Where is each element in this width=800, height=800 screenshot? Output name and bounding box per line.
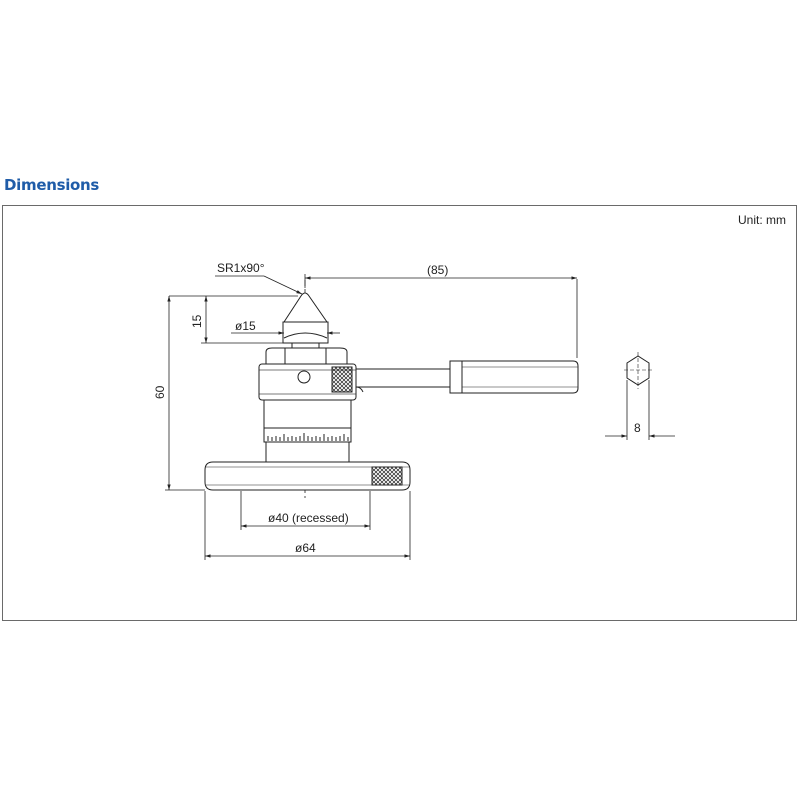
base-disc [204, 461, 411, 491]
recess-diameter-label: ø40 (recessed) [268, 511, 349, 525]
hex-width-label: 8 [634, 421, 641, 435]
dimensions-frame: Unit: mm [2, 205, 797, 621]
handle-length-label: (85) [427, 263, 448, 277]
neck [291, 342, 320, 349]
cone-tip [282, 292, 329, 344]
section-title: Dimensions [4, 176, 100, 194]
cone-height-label: 15 [190, 314, 204, 328]
hex-nut [265, 347, 348, 365]
cone-diameter-label: ø15 [235, 319, 256, 333]
total-height-label: 60 [153, 385, 167, 399]
tip-radius-label: SR1x90° [217, 261, 265, 275]
lever-arm [355, 360, 579, 394]
base-diameter-label: ø64 [295, 541, 316, 555]
unit-label: Unit: mm [738, 213, 786, 227]
hex-end-view [624, 352, 652, 389]
stem [265, 441, 350, 463]
thimble [263, 399, 352, 443]
main-body [258, 363, 357, 401]
